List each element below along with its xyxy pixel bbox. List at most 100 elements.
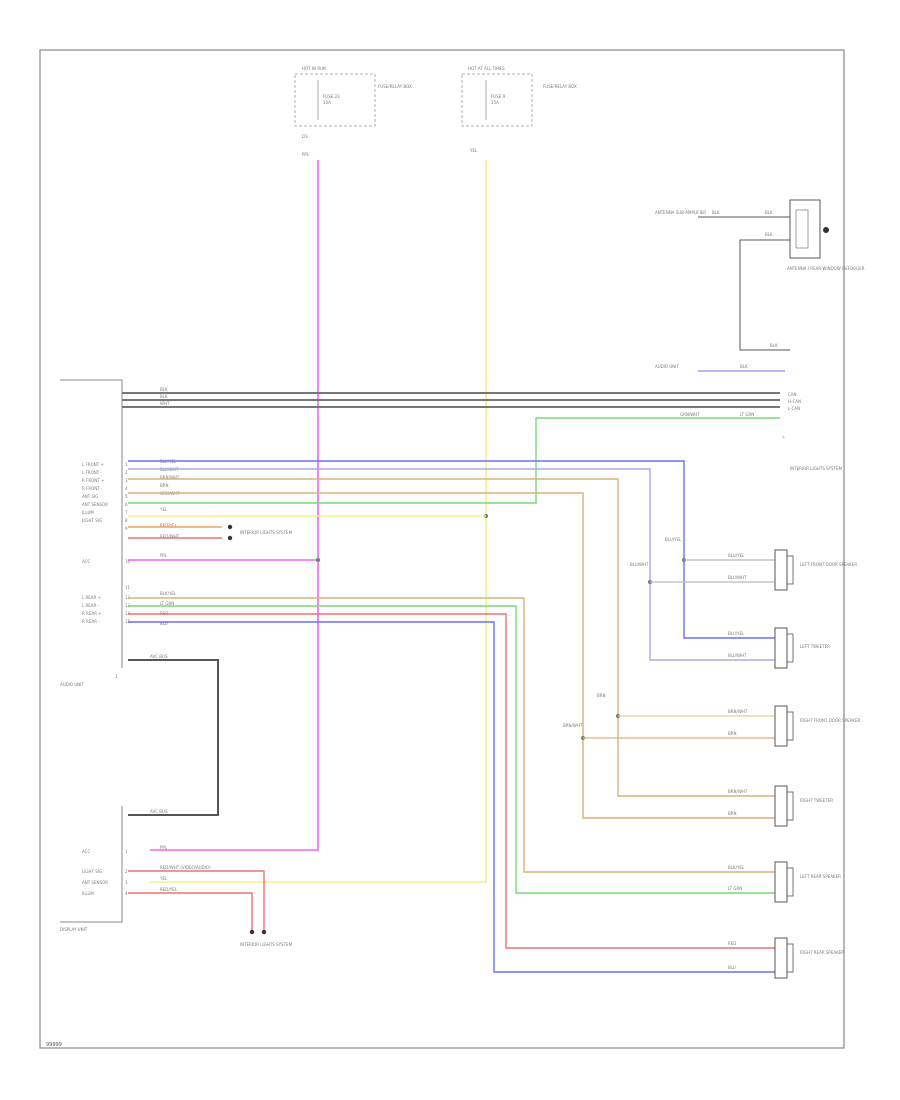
speaker-left-rear: BLK/YEL LT GRN LEFT REAR SPEAKER [728, 861, 841, 903]
display-unit: DISPLAY UNIT ACC LIGHT SIG ANT SENSOR IL… [60, 806, 211, 932]
fuse-left-label: HOT IN RUN [302, 66, 326, 71]
avc-bus-label-top: AVC BUS [150, 654, 168, 659]
harness-ground-note: ⊥ [782, 434, 786, 439]
spk2-label: RIGHT FRONT DOOR SPEAKER [800, 718, 861, 723]
harness-w1: BLK [160, 387, 168, 392]
wire-rf-plus [128, 478, 775, 797]
pin-num-11: 11 [125, 585, 131, 590]
fuse-right-panel: FUSE/RELAY BOX [543, 84, 577, 89]
pin-num-10: 10 [125, 559, 131, 564]
wire-label-3: BRN/WHT [160, 475, 180, 480]
display-pin-num-1: 1 [125, 849, 128, 854]
spk3-w2: BRN [728, 811, 737, 816]
harness-w3: WHT [160, 401, 170, 406]
audio-unit-pin-marker: 1 [115, 674, 118, 679]
harness-w2: BLK [160, 394, 168, 399]
spk1-w2: BLU/WHT [728, 653, 747, 658]
display-label: DISPLAY UNIT [60, 927, 88, 932]
pin-name-10: ACC [82, 559, 90, 564]
speaker-right-front-door: BRN/WHT BRN RIGHT FRONT DOOR SPEAKER [728, 705, 861, 747]
antenna-label: ANTENNA / REAR WINDOW DEFOGGER [787, 266, 865, 271]
display-pin-num-2: 2 [125, 869, 128, 874]
display-pin-name-1: ACC [82, 849, 90, 854]
speaker-icon [786, 867, 794, 897]
fuse-right-fuse: FUSE 9 [491, 94, 506, 99]
speaker-icon [786, 711, 794, 741]
spk1-label: LEFT TWEETER [800, 644, 830, 649]
splices: BLU/YEL BLU/WHT BRN BRN/WHT [563, 537, 775, 740]
display-connector-b-icon [261, 929, 267, 935]
fuse-left-panel: FUSE/RELAY BOX [378, 84, 412, 89]
ground-top-label: AUDIO UNIT [655, 364, 679, 369]
speaker-icon [786, 633, 794, 663]
splice-lf-label: BLU/YEL [665, 537, 682, 542]
pin-name-7: ILLUM [82, 510, 94, 515]
spk5-label: RIGHT REAR SPEAKER [800, 950, 844, 955]
wire-rr-plus [128, 613, 775, 949]
speaker-icon [786, 791, 794, 821]
ground-top-wire: BLK [740, 364, 748, 369]
ground-top: AUDIO UNIT BLK [655, 364, 785, 372]
avc-bus-link [128, 659, 219, 816]
wire-ppl-acc [150, 160, 319, 851]
splice-lf-label-b: BLU/WHT [630, 562, 649, 567]
wire-lr-minus [128, 605, 775, 894]
pin-name-8: LIGHT SIG [82, 518, 102, 523]
wire-rf-minus [128, 492, 775, 819]
speaker-icon [786, 943, 794, 973]
speaker-left-front-door: BLU/YEL BLU/WHT LEFT FRONT DOOR SPEAKER [728, 549, 857, 591]
display-pin-num-4: 4 [125, 891, 128, 896]
wire-lr-plus [128, 597, 775, 873]
spk0-w1: BLU/YEL [728, 553, 745, 558]
spk5-w2: BLU [728, 965, 736, 970]
display-pin-name-2: LIGHT SIG [82, 869, 102, 874]
audio-unit: AUDIO UNIT 1 [60, 379, 123, 687]
fuse-left-wire: PPL [302, 152, 310, 157]
fuse-right-wire: YEL [469, 148, 478, 153]
pin-name-14: R REAR + [82, 611, 102, 616]
pin-num-5: 5 [125, 494, 128, 499]
display-wire-2: RED/WHT (VIDEO/AUDIO) [160, 865, 211, 870]
speaker-left-tweeter: BLU/YEL BLU/WHT LEFT TWEETER [728, 627, 830, 669]
pin-name-12: L REAR + [82, 595, 101, 600]
wire-label-12: BLK/YEL [160, 591, 177, 596]
wire-lf-minus [128, 468, 775, 661]
antenna-wire-c: BLK [765, 232, 773, 237]
pin-num-13: 13 [125, 603, 131, 608]
harness-green-wire: GRN/WHT [680, 412, 700, 417]
wire-label-7: RED/YEL [160, 523, 178, 528]
wire-label-10: PPL [160, 553, 168, 558]
antenna-source-label: ANTENNA SUB-AMPLIFIER [655, 210, 706, 215]
connector-light-icon [227, 535, 233, 541]
pin-name-1: L FRONT + [82, 462, 104, 467]
audio-unit-pins-upper: L FRONT + L FRONT - R FRONT + R FRONT - … [82, 462, 108, 564]
pin-num-12: 12 [125, 595, 131, 600]
fuse-box-left: HOT IN RUN FUSE 23 10A FUSE/RELAY BOX D3… [294, 66, 412, 157]
spk5-w1: RED [728, 941, 736, 946]
display-connector-a-icon [249, 929, 255, 935]
spk2-w1: BRN/WHT [728, 709, 748, 714]
spk4-w1: BLK/YEL [728, 865, 745, 870]
fuse-left-fuse: FUSE 23 [323, 94, 340, 99]
spk2-w2: BRN [728, 731, 737, 736]
connector-illum-icon [227, 524, 233, 530]
antenna-assembly: ANTENNA SUB-AMPLIFIER BLK BLK BLK BLK AN… [655, 199, 865, 351]
avc-bus-label-bottom: AVC BUS [150, 809, 168, 814]
splice-rf-label-b: BRN/WHT [563, 723, 583, 728]
fuse-left-pin: D3 [302, 134, 308, 139]
wire-display-illum [128, 892, 253, 930]
spk0-label: LEFT FRONT DOOR SPEAKER [800, 562, 857, 567]
wire-lf-plus [128, 460, 775, 639]
wire-label-4: BRN [160, 483, 169, 488]
antenna-wire-b: BLK [765, 210, 773, 215]
harness-label-2: L-CAN [788, 406, 800, 411]
dest-note: INTERIOR LIGHTS SYSTEM [790, 466, 843, 471]
spk4-w2: LT GRN [728, 886, 742, 891]
pin-name-3: R FRONT + [82, 478, 104, 483]
can-harness: BLK BLK WHT CAN H-CAN L-CAN GRN/WHT LT G… [122, 387, 801, 504]
antenna-connector-icon [823, 227, 829, 233]
splice-ppl [316, 558, 320, 562]
display-pin-name-4: ILLUM [82, 891, 94, 896]
wire-label-6: YEL [159, 507, 168, 512]
speaker-right-rear: RED BLU RIGHT REAR SPEAKER [728, 937, 844, 979]
